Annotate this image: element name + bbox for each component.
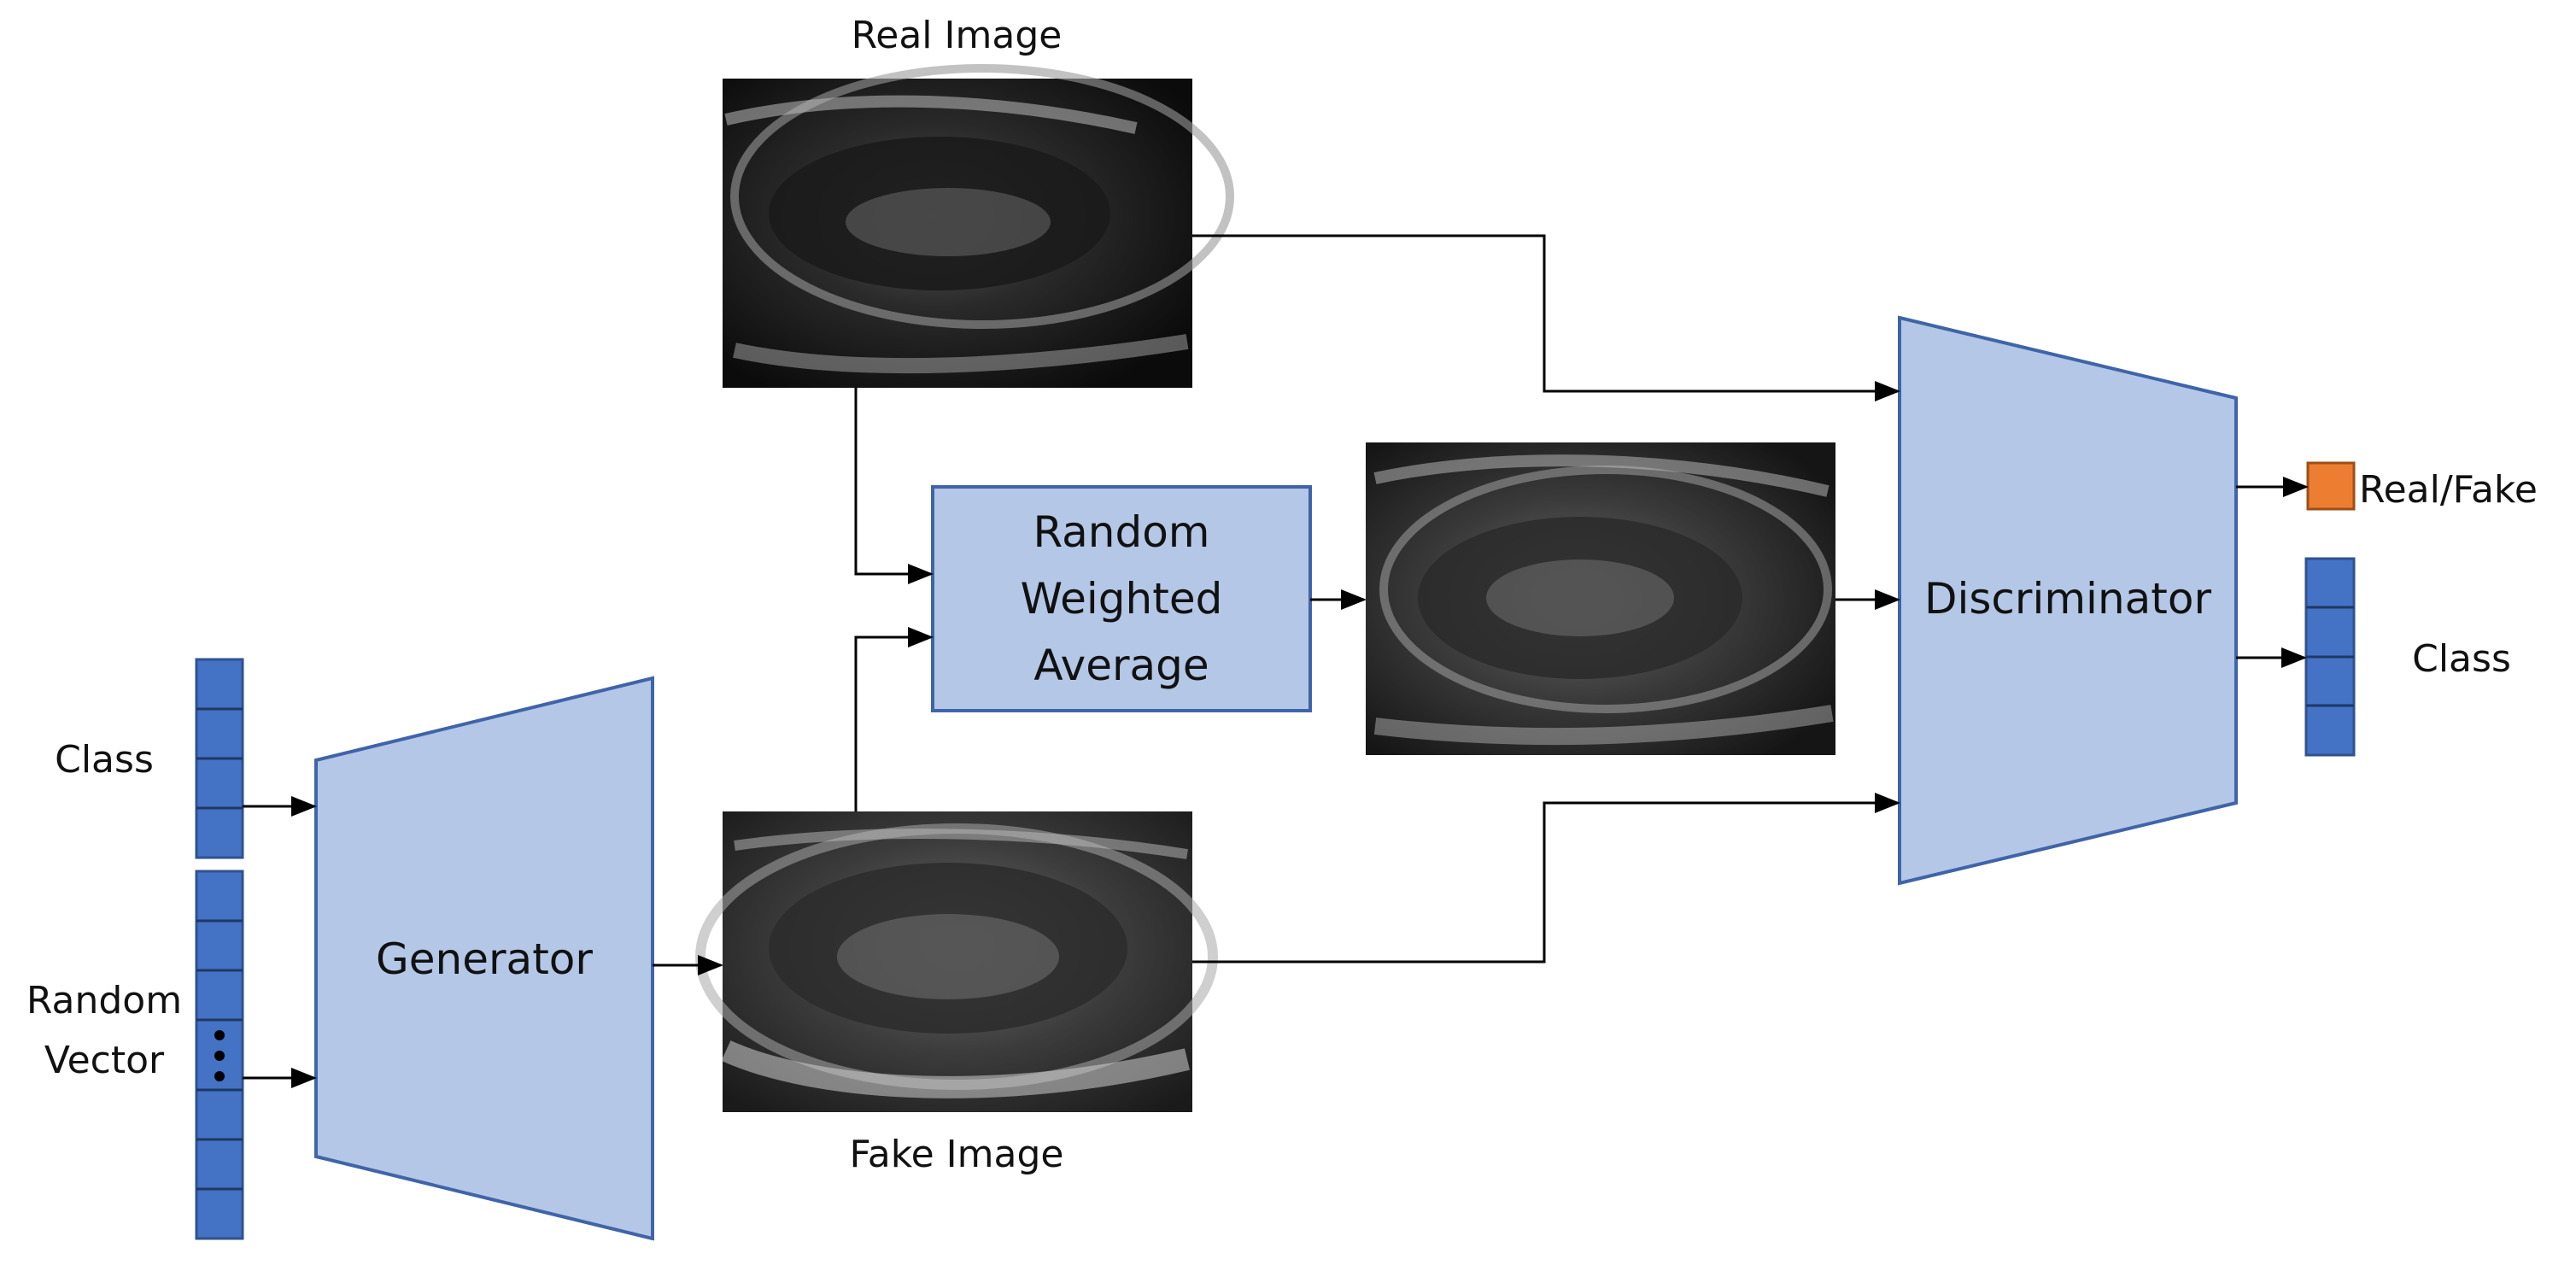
rwa-label-line2: Weighted	[1021, 574, 1223, 624]
discriminator-block	[1898, 315, 2238, 886]
arrow-real-to-discriminator	[1192, 234, 1900, 401]
rwa-label-line1: Random	[1033, 507, 1209, 557]
fake-image-label: Fake Image	[849, 1133, 1063, 1176]
generator-label: Generator	[376, 934, 593, 984]
arrow-real-to-average	[854, 388, 934, 584]
real-fake-label: Real/Fake	[2359, 468, 2538, 512]
real-image-label: Real Image	[852, 14, 1063, 57]
real-fake-output	[2306, 461, 2356, 511]
rwa-label-line3: Average	[1033, 641, 1209, 690]
arrow-fake-to-discriminator	[1192, 793, 1900, 964]
random-weighted-average-box	[931, 485, 1312, 712]
generator-block	[314, 676, 654, 1241]
class-output-label: Class	[2412, 637, 2511, 681]
blended-image	[1366, 442, 1835, 755]
arrow-fake-to-average	[854, 627, 934, 811]
random-vector-label-line1: Random	[26, 979, 182, 1022]
real-image	[723, 64, 1234, 388]
class-output-vector	[2304, 557, 2356, 757]
class-input-vector	[195, 658, 244, 859]
random-vector	[195, 870, 244, 1240]
vertical-ellipsis-icon	[214, 1030, 225, 1081]
random-vector-label-line2: Vector	[44, 1039, 165, 1082]
class-input-label: Class	[55, 738, 154, 782]
discriminator-label: Discriminator	[1924, 574, 2212, 624]
fake-image	[695, 811, 1218, 1112]
